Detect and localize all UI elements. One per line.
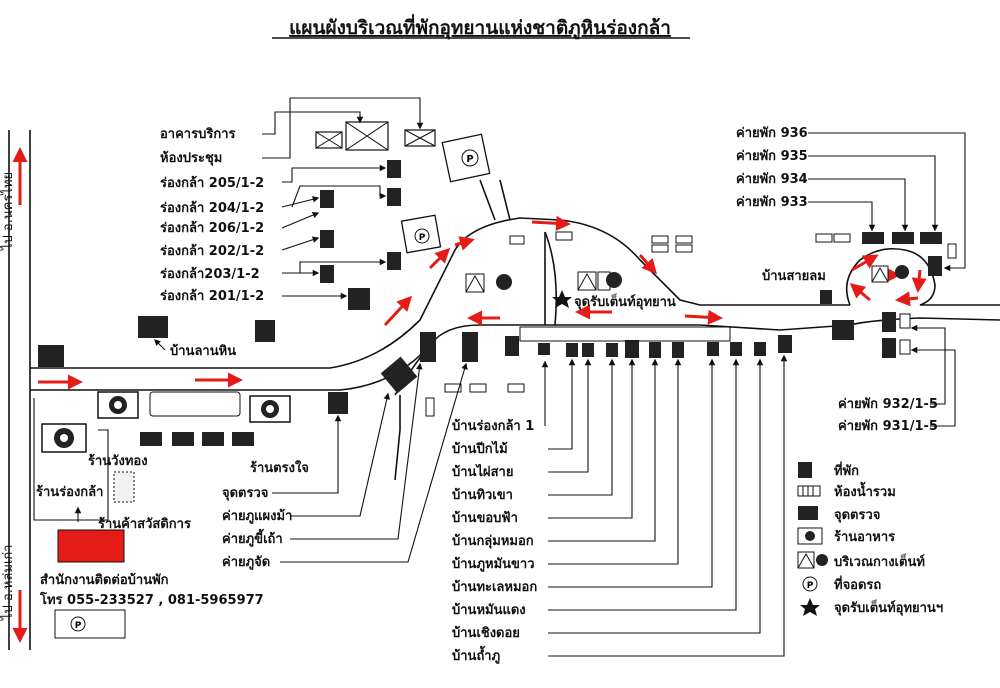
label-c936: ค่ายพัก 936 — [736, 126, 808, 141]
office-name: สำนักงานติดต่อบ้านพัก — [40, 572, 169, 588]
label-r203: ร่องกล้า203/1-2 — [160, 266, 260, 282]
bottom-left-area: P ร้านวังทอง ร้านตรงใจ ร้านร่องกล้า ร้าน… — [33, 362, 468, 639]
legend-label: ห้องน้ำรวม — [834, 481, 896, 500]
house-label: บ้านทิวเขา — [452, 487, 513, 503]
house-label: บ้านเชิงดอย — [452, 625, 520, 641]
checkpoint-icon — [798, 506, 818, 520]
house-label: บ้านไผ่สาย — [452, 463, 513, 480]
house-label: บ้านร่องกล้า 1 — [452, 418, 534, 434]
label-c933: ค่ายพัก 933 — [736, 195, 808, 210]
office-building — [57, 529, 125, 563]
label-restaurant-2: ร้านวังทอง — [88, 453, 148, 469]
label-restaurant-3: ร้านตรงใจ — [250, 459, 309, 476]
camping-icon — [871, 265, 909, 283]
label-r206: ร่องกล้า 206/1-2 — [160, 220, 264, 236]
label-r201: ร่องกล้า 201/1-2 — [160, 288, 264, 304]
label-checkpoint: จุดตรวจ — [222, 486, 268, 501]
parking-1: P — [441, 133, 491, 183]
label-sai-lom: บ้านสายลม — [762, 268, 826, 284]
road-north-label: ไป อ.นครไทย — [0, 172, 16, 251]
house-list: บ้านร่องกล้า 1 บ้านปีกไม้ บ้านไผ่สาย บ้า… — [452, 354, 788, 664]
house-label: บ้านภูหมันขาว — [452, 556, 535, 572]
label-camp-2: ค่ายภูขี้เถ้า — [222, 528, 283, 547]
tent-reception-star — [552, 290, 572, 308]
road-south-label: ไป อ.หล่มเก่า — [0, 544, 16, 621]
svg-text:P: P — [807, 581, 814, 591]
label-r205: ร่องกล้า 205/1-2 — [160, 175, 264, 191]
label-r204: ร่องกล้า 204/1-2 — [160, 200, 264, 216]
label-camp-1: ค่ายภูแผงม้า — [222, 508, 292, 524]
restaurant-icon — [41, 423, 87, 453]
restaurant-icon — [97, 391, 139, 419]
label-building-service: อาคารบริการ — [160, 127, 235, 142]
tent-reception-icon — [800, 598, 820, 616]
restaurant-icon — [797, 527, 823, 545]
camping-icon — [797, 551, 828, 569]
legend-label: ร้านอาหาร — [834, 529, 895, 545]
restaurant-icon — [249, 395, 291, 423]
camping-icon — [577, 271, 622, 291]
office-phone: โทร 055-233527 , 081-5965977 — [39, 591, 264, 608]
right-camps — [815, 232, 957, 358]
house-label: บ้านถ้ำภู — [452, 645, 500, 664]
svg-text:P: P — [466, 154, 473, 165]
legend-label: จุดรับเต็นท์อุทยานฯ — [834, 598, 943, 616]
house-label: บ้านหมันแดง — [452, 602, 526, 618]
svg-text:P: P — [75, 621, 82, 631]
service-buildings — [315, 121, 436, 151]
house-row — [328, 326, 792, 417]
right-label-group: ค่ายพัก 936 ค่ายพัก 935 ค่ายพัก 934 ค่าย… — [736, 126, 966, 434]
label-c931: ค่ายพัก 931/1-5 — [838, 419, 938, 434]
lodging-icon — [798, 462, 812, 478]
left-lodging-blocks — [38, 160, 401, 367]
toilet-icon — [797, 485, 821, 497]
central-camp: จุดรับเต็นท์อุทยาน — [465, 231, 693, 310]
label-c935: ค่ายพัก 935 — [736, 149, 808, 164]
label-meeting-room: ห้องประชุม — [160, 150, 222, 166]
label-c932: ค่ายพัก 932/1-5 — [838, 397, 938, 412]
legend-label: ที่จอดรถ — [834, 575, 881, 593]
svg-text:P: P — [419, 233, 426, 243]
label-laan-hin: บ้านลานหิน — [170, 343, 236, 359]
parking-icon: P — [802, 576, 818, 592]
legend-label: ที่พัก — [834, 461, 859, 479]
label-r202: ร่องกล้า 202/1-2 — [160, 243, 264, 259]
label-shop: ร้านค้าสวัสดิการ — [98, 516, 191, 532]
house-label: บ้านปีกไม้ — [452, 440, 508, 457]
parking-2: P — [400, 214, 442, 254]
label-camp-reception: จุดรับเต็นท์อุทยาน — [574, 292, 676, 310]
house-label: บ้านกลุ่มหมอก — [452, 533, 534, 549]
camping-icon — [465, 273, 512, 293]
house-label: บ้านขอบฟ้า — [452, 510, 518, 526]
map-title: แผนผังบริเวณที่พักอุทยานแห่งชาติภูหินร่อ… — [289, 14, 671, 40]
legend-label: จุดตรวจ — [834, 508, 880, 523]
legend: ที่พัก ห้องน้ำรวม จุดตรวจ ร้านอาหาร บริเ… — [797, 461, 943, 616]
direction-arrows — [38, 215, 927, 390]
house-label: บ้านทะเลหมอก — [452, 579, 537, 595]
left-label-group: อาคารบริการ ห้องประชุม ร่องกล้า 205/1-2 … — [154, 97, 424, 359]
label-camp-3: ค่ายภูจัด — [222, 555, 270, 570]
legend-label: บริเวณกางเต็นท์ — [834, 552, 925, 570]
label-c934: ค่ายพัก 934 — [736, 172, 808, 187]
label-restaurant-1: ร้านร่องกล้า — [36, 484, 103, 500]
